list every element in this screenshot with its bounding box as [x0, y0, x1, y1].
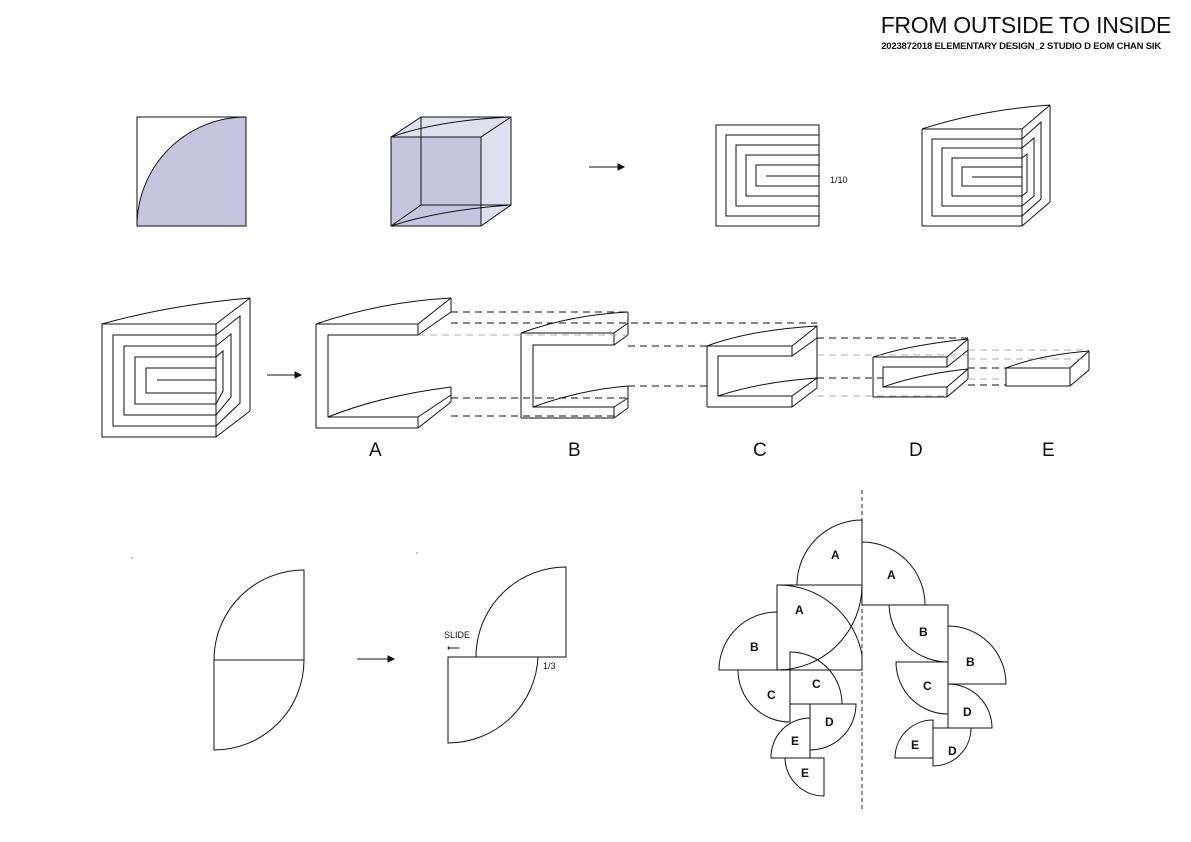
composition-left-labels: A A B C C D E E	[750, 548, 840, 780]
piece-labels: A B C D E	[369, 440, 1055, 461]
slide-label: SLIDE	[444, 630, 470, 640]
piece-a	[315, 297, 452, 429]
comp-left-label: A	[795, 603, 804, 617]
comp-right-label: B	[919, 625, 928, 639]
guide-lines-light	[418, 334, 1089, 397]
piece-b	[520, 311, 629, 419]
comp-left-label: D	[825, 715, 834, 729]
comp-left-label: E	[801, 766, 809, 780]
arrow-right-icon	[267, 371, 303, 379]
square-spiral-front	[715, 124, 820, 227]
comp-right-label: C	[923, 679, 932, 693]
page-title: FROM OUTSIDE TO INSIDE	[880, 12, 1172, 38]
composition-right-labels: A B B C D E D	[887, 568, 975, 758]
comp-left-label: C	[767, 688, 776, 702]
guide-lines	[451, 311, 1006, 417]
quarter-circle-square	[136, 116, 247, 227]
label-e: E	[1042, 440, 1055, 461]
composition-right	[861, 541, 1007, 767]
ratio-label: 1/10	[830, 175, 848, 185]
comp-right-label: E	[911, 738, 919, 752]
slide-arrow-icon: ⟵	[447, 643, 460, 653]
comp-right-label: A	[887, 568, 896, 582]
page-subtitle: 2023872018 ELEMENTARY DESIGN_2 STUDIO D …	[881, 41, 1161, 52]
label-b: B	[568, 440, 581, 461]
label-a: A	[369, 440, 382, 461]
arrow-right-icon	[357, 655, 396, 663]
comp-left-label: E	[791, 734, 799, 748]
spiral-cube	[921, 104, 1051, 227]
composition-left	[718, 519, 863, 797]
arrow-right-icon	[589, 163, 626, 171]
transparent-cube	[390, 116, 512, 227]
comp-right-label: B	[966, 655, 975, 669]
comp-left-label: B	[750, 640, 759, 654]
piece-d	[872, 338, 969, 398]
slid-quarter-circles	[447, 566, 567, 744]
piece-c	[706, 325, 818, 408]
piece-e	[1005, 350, 1090, 387]
spiral-cube-large	[101, 297, 251, 438]
comp-left-label: A	[831, 548, 840, 562]
comp-right-label: D	[963, 705, 972, 719]
ratio-label-third: 1/3	[543, 661, 556, 671]
comp-right-label: D	[948, 744, 957, 758]
comp-left-label: C	[812, 677, 821, 691]
stacked-quarter-circles	[213, 569, 305, 751]
label-c: C	[753, 440, 767, 461]
label-d: D	[909, 440, 923, 461]
